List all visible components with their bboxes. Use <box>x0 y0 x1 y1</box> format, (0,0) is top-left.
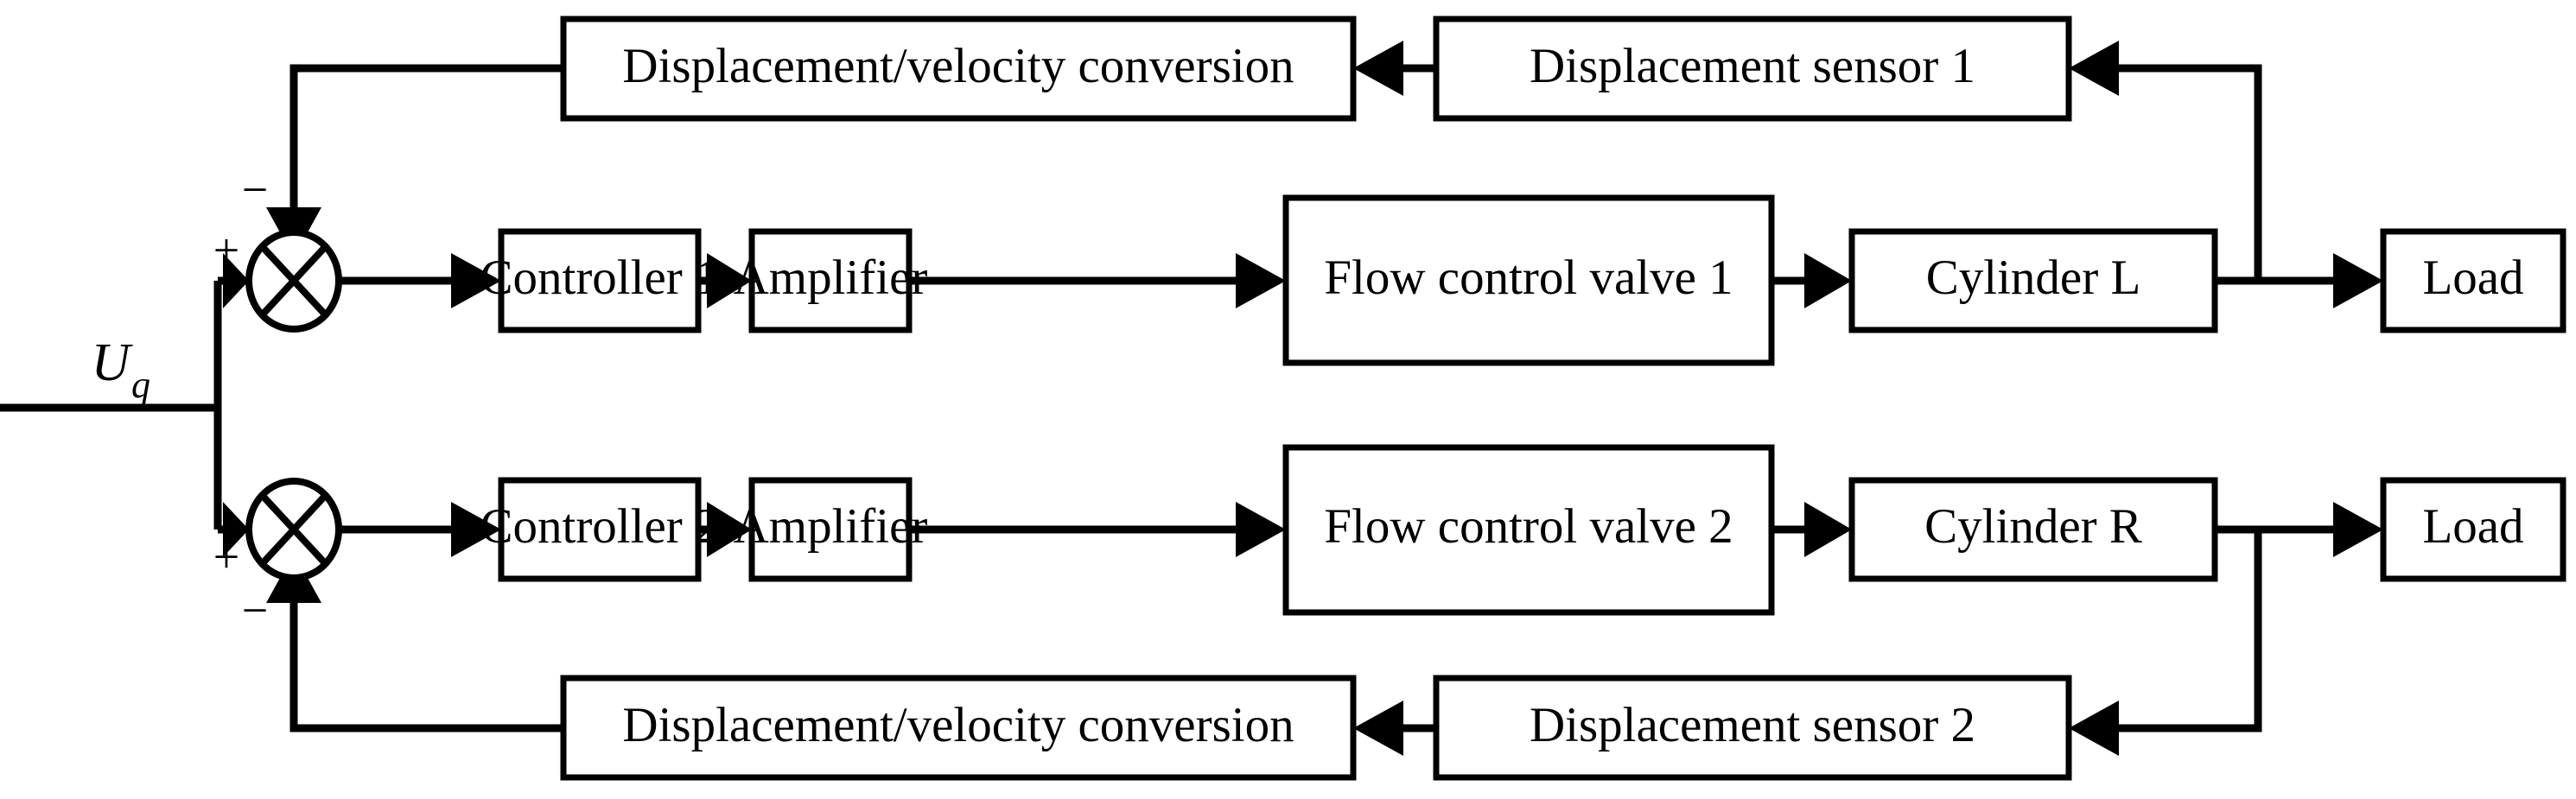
block-label: Flow control valve 2 <box>1324 499 1733 554</box>
block-rect <box>748 477 913 582</box>
block-rect <box>498 228 702 333</box>
block-cylinder-l[interactable]: Cylinder L <box>1848 228 2218 333</box>
block-cylinder-r[interactable]: Cylinder R <box>1848 477 2218 582</box>
arrowhead-cylinderR-in <box>1804 502 1852 557</box>
block-displacement-sensor-2[interactable]: Displacement sensor 2 <box>1433 675 2072 781</box>
wires-group <box>0 41 2383 756</box>
arrowhead-load1-in <box>2333 253 2383 308</box>
arrowhead-dvc2-in <box>1353 701 1403 756</box>
block-flow-control-valve-2[interactable]: Flow control valve 2 <box>1282 444 1775 616</box>
block-rect <box>1848 228 2218 333</box>
block-controller-2[interactable]: Controller 2 <box>480 477 720 582</box>
block-rect <box>2380 228 2566 333</box>
block-rect <box>1433 16 2072 122</box>
summing-junction-sum1[interactable]: + − <box>213 163 342 333</box>
wire-dvc2-to-sum2 <box>289 603 563 732</box>
block-amplifier-2[interactable]: Amplifier <box>734 477 928 582</box>
block-label: Cylinder L <box>1926 250 2141 305</box>
arrowhead-dvc1-in <box>1353 41 1403 96</box>
block-label: Displacement sensor 1 <box>1530 39 1975 93</box>
arrowhead-sensor1-in <box>2069 41 2119 96</box>
block-rect <box>560 16 1357 122</box>
block-load-1[interactable]: Load <box>2380 228 2566 333</box>
sum2-minus-sign: − <box>242 584 268 636</box>
sum2-plus-sign: + <box>213 530 239 582</box>
block-label: Amplifier <box>734 499 928 554</box>
block-controller-1[interactable]: Controller 1 <box>480 228 720 333</box>
block-rect <box>1282 194 1775 366</box>
block-rect <box>1282 444 1775 616</box>
block-displacement-velocity-conversion-1[interactable]: Displacement/velocity conversion <box>560 16 1357 122</box>
sum2-cross-b <box>259 492 328 567</box>
block-label: Displacement sensor 2 <box>1530 698 1975 752</box>
block-label: Load <box>2422 250 2523 305</box>
input-signal-subscript: q <box>131 364 150 406</box>
block-load-2[interactable]: Load <box>2380 477 2566 582</box>
arrowhead-amplifier1-in <box>707 253 752 308</box>
block-displacement-velocity-conversion-2[interactable]: Displacement/velocity conversion <box>560 675 1357 781</box>
block-flow-control-valve-1[interactable]: Flow control valve 1 <box>1282 194 1775 366</box>
block-rect <box>560 675 1357 781</box>
block-label: Controller 2 <box>480 499 719 554</box>
input-signal-label: U q <box>92 333 150 406</box>
block-amplifier-1[interactable]: Amplifier <box>734 228 928 333</box>
arrowhead-load2-in <box>2333 502 2383 557</box>
wire-dvc1-to-sum1 <box>289 64 563 207</box>
block-rect <box>1433 675 2072 781</box>
block-rect <box>498 477 702 582</box>
block-rect <box>1848 477 2218 582</box>
sum1-plus-sign: + <box>213 224 239 276</box>
arrowhead-valve1-in <box>1236 253 1286 308</box>
block-displacement-sensor-1[interactable]: Displacement sensor 1 <box>1433 16 2072 122</box>
wire-bottom-feedback-dropper <box>2119 529 2262 732</box>
arrowhead-input-sum1 <box>223 253 249 308</box>
block-label: Cylinder R <box>1924 499 2142 554</box>
sum1-cross-b <box>259 244 328 318</box>
arrowhead-amplifier2-in <box>707 502 752 557</box>
block-label: Flow control valve 1 <box>1324 250 1733 305</box>
block-rect <box>2380 477 2566 582</box>
arrowhead-controller1-in <box>451 253 501 308</box>
block-label: Displacement/velocity conversion <box>622 698 1294 752</box>
block-label: Amplifier <box>734 250 928 305</box>
sum1-minus-sign: − <box>242 163 268 215</box>
block-label: Load <box>2422 499 2523 554</box>
arrowhead-sensor2-in <box>2069 701 2119 756</box>
arrowhead-input-sum2 <box>223 502 249 557</box>
summing-junction-sum2[interactable]: + − <box>213 478 342 636</box>
block-label: Displacement/velocity conversion <box>622 39 1294 93</box>
wire-top-feedback-riser <box>2119 64 2262 281</box>
input-signal-base: U <box>92 333 134 392</box>
arrowhead-controller2-in <box>451 502 501 557</box>
arrowhead-valve2-in <box>1236 502 1286 557</box>
block-rect <box>748 228 913 333</box>
block-label: Controller 1 <box>480 250 719 305</box>
arrowhead-cylinderL-in <box>1804 253 1852 308</box>
